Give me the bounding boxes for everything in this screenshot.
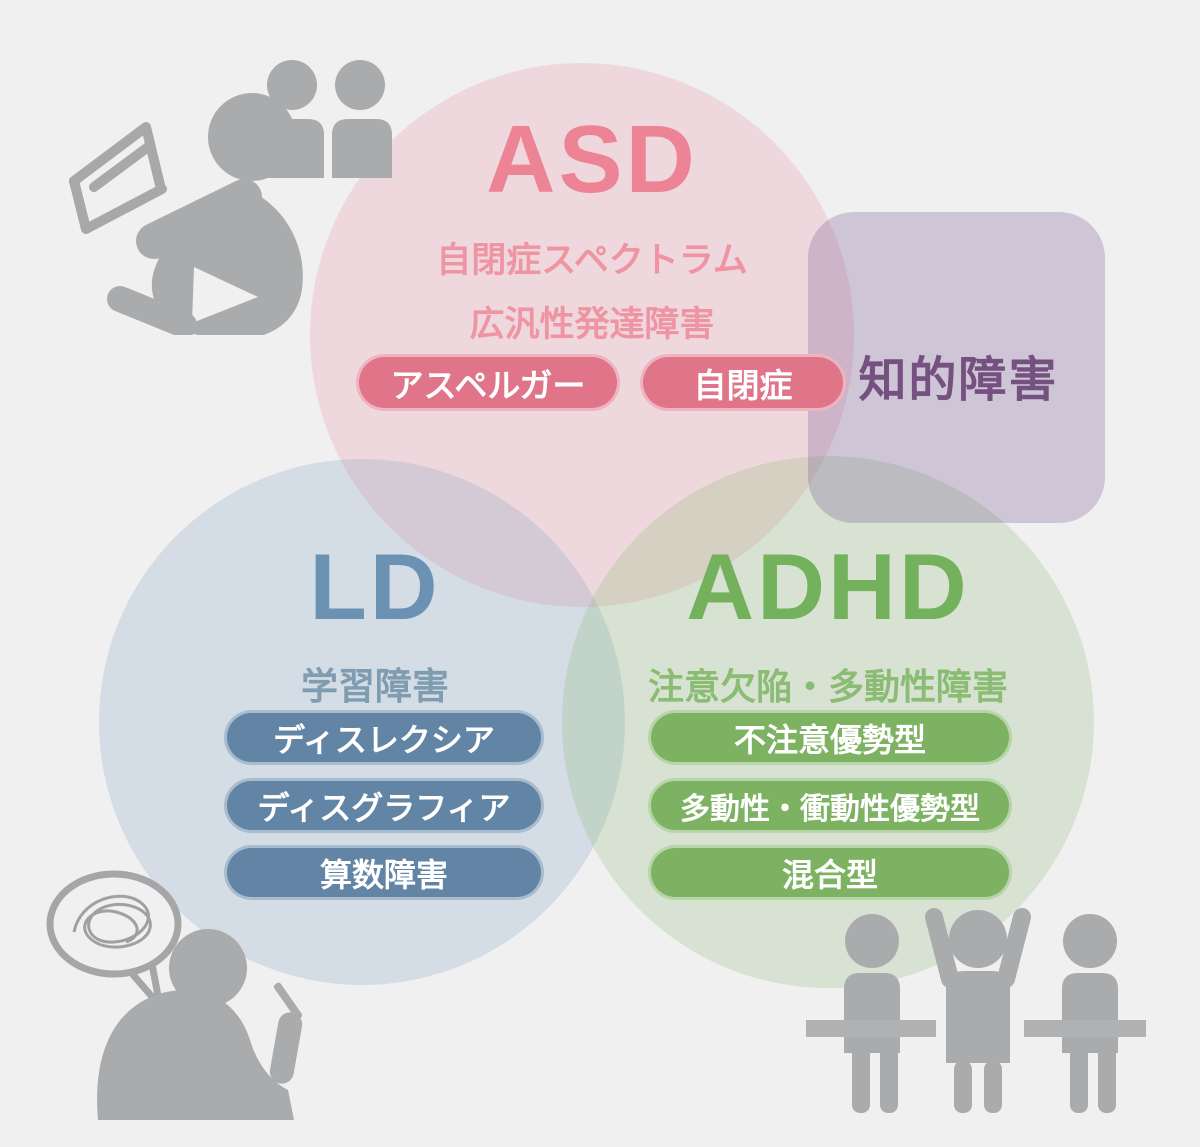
asd-tag-autism: 自閉症	[640, 354, 846, 411]
writing-person-icon	[97, 929, 303, 1120]
ld-tag-dyscalculia: 算数障害	[224, 845, 544, 900]
adhd-section: ADHD 注意欠陥・多動性障害	[566, 540, 1090, 710]
adhd-tag-inattentive: 不注意優勢型	[648, 710, 1012, 765]
scribble	[72, 894, 152, 949]
two-people-icon	[264, 60, 392, 178]
intellectual-disability-box	[808, 212, 1105, 523]
intellectual-disability-label: 知的障害	[858, 354, 1059, 407]
asd-subtitle-line1: 自閉症スペクトラム	[436, 241, 748, 280]
asd-section: ASD 自閉症スペクトラム 広汎性発達障害	[320, 112, 864, 347]
adhd-tag-combined: 混合型	[648, 845, 1012, 900]
ld-subtitle: 学習障害	[301, 666, 449, 707]
open-book-icon	[69, 122, 167, 234]
asd-subtitle-line2: 広汎性発達障害	[469, 305, 715, 344]
adhd-title: ADHD	[686, 534, 970, 639]
ld-tag-dysgraphia: ディスグラフィア	[224, 778, 544, 833]
asd-circle	[310, 63, 854, 607]
speech-bubble-scribble-icon	[46, 870, 182, 1010]
ld-section: LD 学習障害	[113, 540, 637, 710]
ld-tag-dyslexia: ディスレクシア	[224, 710, 544, 765]
adhd-subtitle: 注意欠陥・多動性障害	[647, 666, 1008, 707]
ld-title: LD	[309, 534, 441, 639]
desk	[806, 1020, 1146, 1037]
adhd-tag-hyperactive-impulsive: 多動性・衝動性優勢型	[648, 778, 1012, 833]
asd-tag-asperger: アスペルガー	[356, 354, 620, 411]
leg-gap	[192, 267, 258, 323]
classroom-group-icon	[806, 908, 1146, 1113]
asd-title: ASD	[486, 106, 698, 213]
